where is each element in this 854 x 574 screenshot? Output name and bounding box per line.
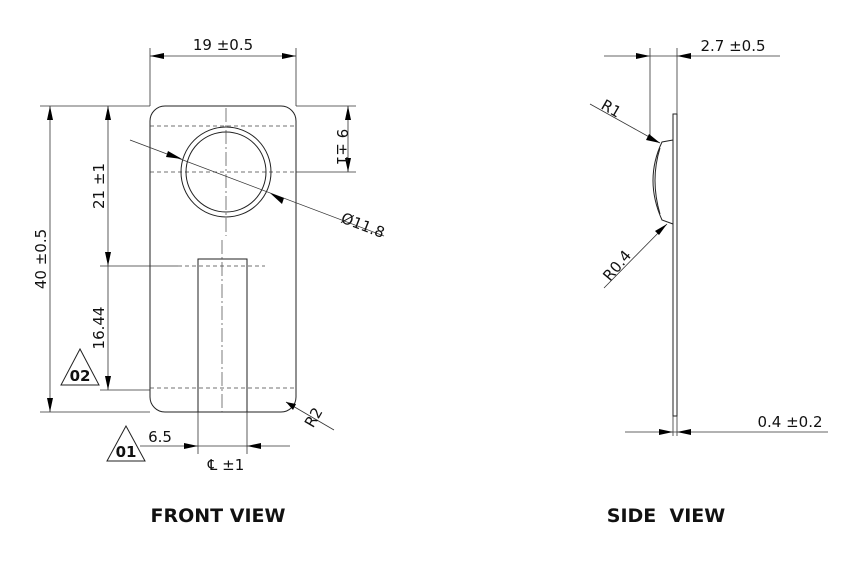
front-view: 19 ±0.5 40 ±0.5 21 ±1 16.44 9 ±1 Ø11.8 <box>32 36 387 527</box>
revision-triangle-02 <box>60 347 100 386</box>
revision-triangle-01 <box>106 424 146 462</box>
side-view-title: SIDE VIEW <box>607 505 725 527</box>
dim-slot-position: 6.5 <box>148 428 172 446</box>
dim-side-r04: R0.4 <box>599 247 635 285</box>
dim-height: 40 ±0.5 <box>32 229 50 289</box>
dim-side-depth: 2.7 ±0.5 <box>700 37 765 55</box>
side-plate <box>672 113 678 417</box>
dim-width: 19 ±0.5 <box>193 36 253 54</box>
dim-slot-length: 16.44 <box>90 307 108 350</box>
revision-tag-01: 01 <box>116 443 137 461</box>
front-view-title: FRONT VIEW <box>151 505 286 527</box>
side-view: 2.7 ±0.5 R1 R0.4 0.4 ±0.2 SIDE VIEW <box>589 37 828 527</box>
dim-side-thickness: 0.4 ±0.2 <box>757 413 822 431</box>
dim-hole-center: 21 ±1 <box>90 163 108 209</box>
side-boss-profile <box>652 139 674 225</box>
dim-centerline: ℄ ±1 <box>207 456 245 474</box>
dim-hole-offset: 9 ±1 <box>333 129 351 165</box>
revision-tag-02: 02 <box>70 367 91 385</box>
slot-outline <box>197 258 248 413</box>
dim-hole-diameter: Ø11.8 <box>339 209 388 242</box>
side-boss-inner <box>654 147 661 215</box>
dim-corner-radius: R2 <box>301 404 327 430</box>
dim-side-r1: R1 <box>598 96 624 122</box>
